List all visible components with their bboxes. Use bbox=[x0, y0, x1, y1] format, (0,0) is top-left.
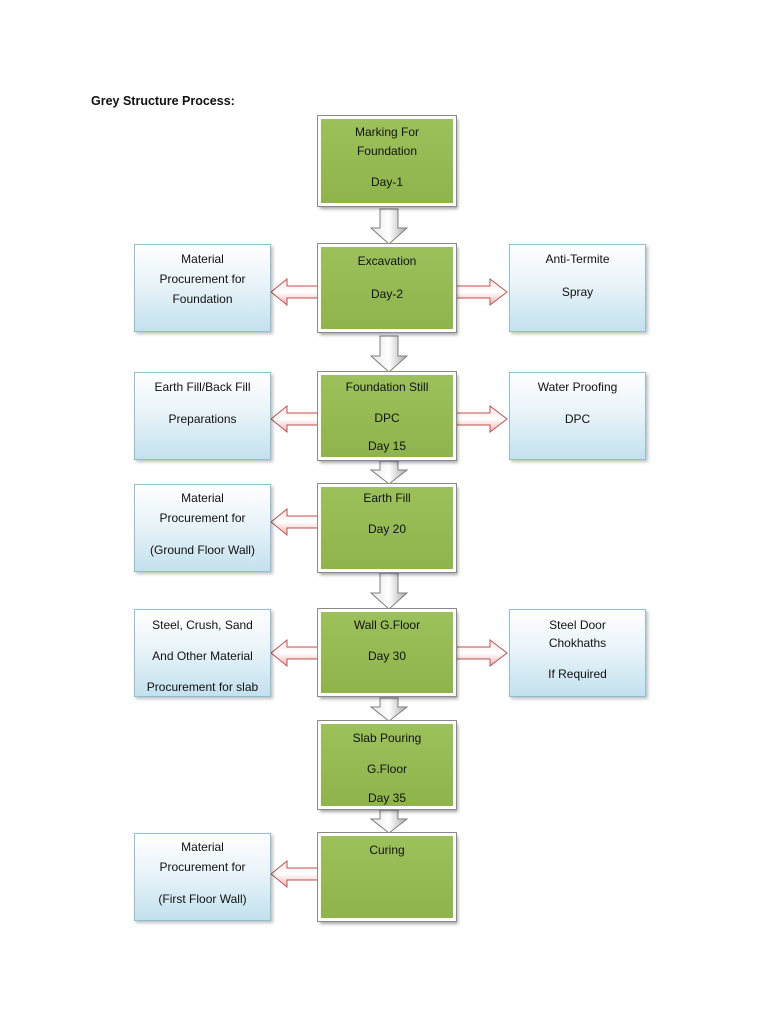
note-water-proofing: Water Proofing DPC bbox=[509, 372, 646, 460]
step-wall-g-floor: Wall G.Floor Day 30 bbox=[317, 608, 457, 697]
down-arrow-3 bbox=[369, 460, 409, 485]
note-mat-ground-line-1: Material bbox=[181, 491, 224, 505]
step-earth-fill: Earth Fill Day 20 bbox=[317, 483, 457, 573]
step-excavation-line-2: Day-2 bbox=[370, 287, 403, 301]
note-mat-foundation-line-3: Foundation bbox=[172, 292, 233, 306]
step-foundation-line-1: Foundation Still bbox=[345, 380, 429, 394]
step-slab-line-2: G.Floor bbox=[366, 762, 407, 776]
step-excavation-line-1: Excavation bbox=[357, 254, 417, 268]
note-mat-ground-line-2: Procurement for bbox=[159, 511, 246, 525]
down-arrow-1 bbox=[369, 208, 409, 245]
note-material-procurement-ground-wall: Material Procurement for (Ground Floor W… bbox=[134, 484, 271, 572]
step-foundation-still: Foundation Still DPC Day 15 bbox=[317, 371, 457, 461]
note-mat-first-line-1: Material bbox=[181, 840, 224, 854]
step-slab-pouring: Slab Pouring G.Floor Day 35 bbox=[317, 720, 457, 810]
note-mat-foundation-line-2: Procurement for bbox=[159, 272, 246, 286]
left-arrow-5 bbox=[270, 859, 319, 889]
down-arrow-5 bbox=[369, 697, 409, 722]
step-curing: Curing bbox=[317, 832, 457, 922]
note-steel-door-line-1: Steel Door bbox=[549, 618, 606, 632]
note-steel-crush-line-1: Steel, Crush, Sand bbox=[152, 618, 253, 632]
step-wall-line-1: Wall G.Floor bbox=[353, 618, 421, 632]
note-anti-termite-line-2: Spray bbox=[561, 285, 594, 299]
right-arrow-2 bbox=[455, 404, 508, 434]
note-steel-crush-line-3: Procurement for slab bbox=[146, 680, 259, 694]
note-mat-foundation-line-1: Material bbox=[181, 252, 224, 266]
note-anti-termite-spray: Anti-Termite Spray bbox=[509, 244, 646, 332]
note-steel-crush-sand: Steel, Crush, Sand And Other Material Pr… bbox=[134, 609, 271, 697]
note-earth-prep-line-1: Earth Fill/Back Fill bbox=[154, 380, 251, 394]
note-steel-door-line-2: Chokhaths bbox=[548, 636, 607, 650]
note-material-procurement-first-wall: Material Procurement for (First Floor Wa… bbox=[134, 833, 271, 921]
left-arrow-2 bbox=[270, 404, 319, 434]
step-curing-line-1: Curing bbox=[369, 843, 405, 857]
step-marking-line-2: Foundation bbox=[356, 144, 418, 158]
note-steel-door-chokhaths: Steel Door Chokhaths If Required bbox=[509, 609, 646, 697]
note-material-procurement-foundation: Material Procurement for Foundation bbox=[134, 244, 271, 332]
note-steel-crush-line-2: And Other Material bbox=[152, 649, 253, 663]
down-arrow-4 bbox=[369, 572, 409, 610]
note-mat-first-line-3: (First Floor Wall) bbox=[158, 892, 247, 906]
step-wall-line-2: Day 30 bbox=[367, 649, 407, 663]
left-arrow-3 bbox=[270, 507, 319, 537]
step-foundation-line-3: Day 15 bbox=[367, 439, 407, 453]
step-marking-line-3: Day-1 bbox=[370, 175, 403, 189]
step-marking-for-foundation: Marking For Foundation Day-1 bbox=[317, 115, 457, 207]
step-marking-line-1: Marking For bbox=[354, 125, 419, 139]
diagram-title: Grey Structure Process: bbox=[91, 94, 235, 108]
left-arrow-1 bbox=[270, 277, 319, 307]
step-earth-fill-line-2: Day 20 bbox=[367, 522, 407, 536]
right-arrow-1 bbox=[455, 277, 508, 307]
note-water-proofing-line-1: Water Proofing bbox=[537, 380, 618, 394]
note-steel-door-line-3: If Required bbox=[548, 667, 607, 681]
step-earth-fill-line-1: Earth Fill bbox=[363, 491, 411, 505]
note-earth-fill-preparations: Earth Fill/Back Fill Preparations bbox=[134, 372, 271, 460]
right-arrow-3 bbox=[455, 638, 508, 668]
left-arrow-4 bbox=[270, 638, 319, 668]
down-arrow-6 bbox=[369, 809, 409, 834]
step-foundation-line-2: DPC bbox=[374, 411, 400, 425]
step-slab-line-3: Day 35 bbox=[367, 791, 407, 805]
note-earth-prep-line-2: Preparations bbox=[168, 412, 237, 426]
note-water-proofing-line-2: DPC bbox=[564, 412, 591, 426]
note-anti-termite-line-1: Anti-Termite bbox=[545, 252, 610, 266]
step-slab-line-1: Slab Pouring bbox=[352, 731, 422, 745]
step-excavation: Excavation Day-2 bbox=[317, 243, 457, 333]
note-mat-first-line-2: Procurement for bbox=[159, 860, 246, 874]
down-arrow-2 bbox=[369, 335, 409, 373]
note-mat-ground-line-3: (Ground Floor Wall) bbox=[150, 543, 255, 557]
